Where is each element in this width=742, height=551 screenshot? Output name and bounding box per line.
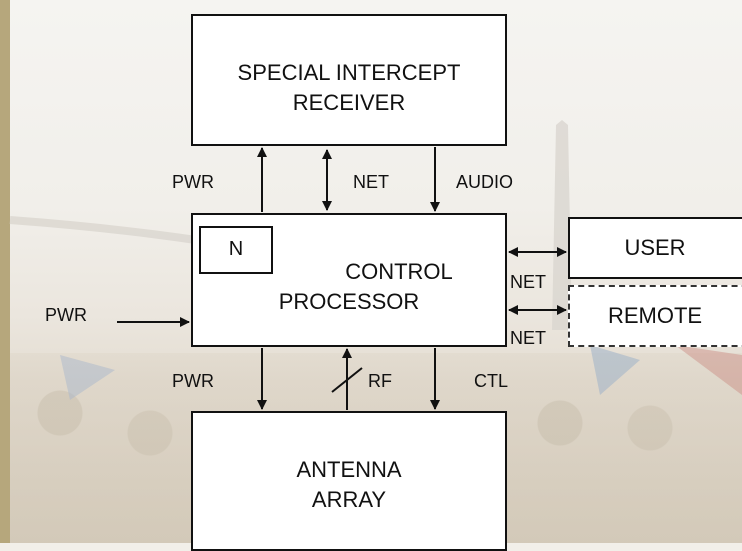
antenna-label-line2: ARRAY [311, 487, 387, 512]
user-label: USER [624, 235, 686, 260]
label-top-audio: AUDIO [456, 172, 514, 192]
antenna-label-line1: ANTENNA [296, 457, 402, 482]
rf-bus-slash [331, 367, 363, 393]
remote-label: REMOTE [607, 303, 703, 328]
control-processor-block: N CONTROL PROCESSOR [191, 213, 507, 347]
label-top-net: NET [353, 172, 389, 192]
left-accent-strip [0, 0, 10, 543]
label-remote-net: NET [510, 328, 546, 348]
label-left-pwr: PWR [45, 305, 87, 325]
special-intercept-receiver-block: SPECIAL INTERCEPT RECEIVER [191, 14, 507, 146]
n-subblock-label: N [228, 238, 244, 260]
antenna-array-block: ANTENNA ARRAY [191, 411, 507, 551]
label-top-pwr: PWR [172, 172, 214, 192]
receiver-label-line1: SPECIAL INTERCEPT [237, 60, 461, 85]
receiver-label-line2: RECEIVER [292, 90, 406, 115]
label-bottom-rf: RF [368, 371, 392, 391]
label-bottom-pwr: PWR [172, 371, 214, 391]
processor-label-line1: CONTROL [345, 259, 453, 284]
remote-block: REMOTE [568, 285, 742, 347]
processor-label-line2: PROCESSOR [278, 289, 420, 314]
control-processor-n-subblock: N [199, 226, 273, 274]
label-bottom-ctl: CTL [474, 371, 509, 391]
user-block: USER [568, 217, 742, 279]
label-user-net: NET [510, 272, 546, 292]
